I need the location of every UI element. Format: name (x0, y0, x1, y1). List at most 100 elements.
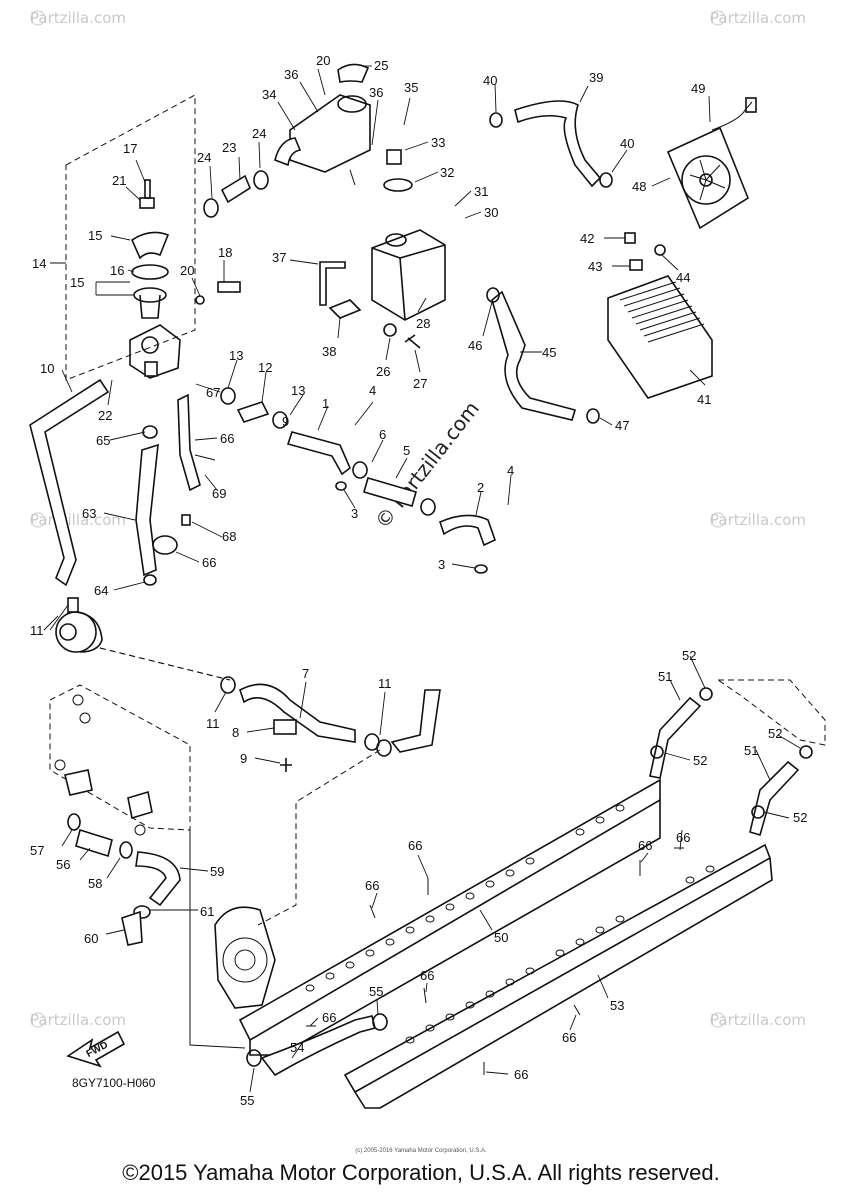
filler-neck (274, 63, 371, 186)
watermark-text: Partzilla.com (710, 1011, 806, 1029)
callout-24: 24 (252, 126, 266, 141)
short-hose-23 (203, 170, 269, 218)
callout-1: 1 (322, 396, 329, 411)
engine-plate-outline (49, 684, 191, 831)
callout-14: 14 (32, 256, 46, 271)
hose-45 (491, 290, 577, 421)
leader-lines (43, 65, 801, 1093)
callout-36: 36 (369, 85, 383, 100)
heat-exchanger-53 (343, 843, 773, 1109)
callout-32: 32 (440, 165, 454, 180)
callout-numbers: 20 25 36 34 36 35 33 32 31 30 40 39 40 4… (30, 53, 807, 1108)
callout-11: 11 (378, 676, 392, 691)
callout-59: 59 (210, 864, 224, 879)
hose-37 (319, 261, 346, 306)
callout-58: 58 (88, 876, 102, 891)
callout-10: 10 (40, 361, 54, 376)
callout-41: 41 (697, 392, 711, 407)
callout-11: 11 (206, 716, 220, 731)
hose-5 (363, 477, 417, 507)
callout-19: 18 (218, 245, 232, 260)
hose-12 (236, 401, 270, 423)
callout-21: 21 (112, 173, 126, 188)
callout-20: 20 (180, 263, 194, 278)
watermark-text: Partzilla.com (30, 511, 126, 529)
callout-56: 56 (56, 857, 70, 872)
hose-11-elbow (390, 689, 441, 753)
callout-60: 60 (84, 931, 98, 946)
callout-66: 66 (514, 1067, 528, 1082)
callout-50: 50 (494, 930, 508, 945)
callout-52: 52 (682, 648, 696, 663)
callout-18: 17 (123, 141, 137, 156)
callout-54: 54 (290, 1040, 304, 1055)
engine-cover (214, 906, 276, 1009)
callout-31: 31 (474, 184, 488, 199)
hose-62 (135, 443, 159, 577)
callout-37: 37 (272, 250, 286, 265)
callout-48: 48 (632, 179, 646, 194)
callout-51: 51 (658, 669, 672, 684)
callout-52: 52 (693, 753, 707, 768)
callout-17: 16 (110, 263, 124, 278)
callout-7: 7 (302, 666, 309, 681)
callout-66: 66 (638, 838, 652, 853)
screws-66 (306, 847, 684, 1075)
reservoir-tank (371, 149, 446, 321)
callout-53: 53 (610, 998, 624, 1013)
hose-51-lower (749, 760, 800, 836)
pipe-1 (286, 431, 351, 476)
callout-2: 2 (477, 480, 484, 495)
callout-45: 45 (542, 345, 556, 360)
callout-8: 8 (232, 725, 239, 740)
footnote: (c) 2005-2016 Yamaha Motor Corporation, … (355, 1148, 487, 1154)
callout-23: 23 (222, 140, 236, 155)
hose-2 (439, 514, 496, 547)
callout-36: 36 (284, 67, 298, 82)
callout-27: 26 (376, 364, 390, 379)
callout-4: 4 (369, 383, 376, 398)
callout-66: 66 (676, 830, 690, 845)
callout-15: 15 (88, 228, 102, 243)
callout-35: 35 (404, 80, 418, 95)
hose-59 (135, 851, 181, 907)
callout-44: 44 (676, 270, 690, 285)
callout-66: 66 (420, 968, 434, 983)
callout-25: 25 (374, 58, 388, 73)
hose-67 (177, 393, 201, 492)
callout-49: 49 (691, 81, 705, 96)
bracket-38 (328, 299, 362, 319)
hose-51-upper (649, 696, 702, 779)
callout-24: 24 (197, 150, 211, 165)
callout-66: 66 (322, 1010, 336, 1025)
hose-60 (121, 910, 143, 946)
callout-62: 63 (82, 506, 96, 521)
callout-46: 46 (468, 338, 482, 353)
callout-26: 20 (316, 53, 330, 68)
callout-6: 6 (379, 427, 386, 442)
callout-11: 11 (30, 623, 44, 638)
callout-70: 69 (212, 486, 226, 501)
callout-39: 39 (589, 70, 603, 85)
callout-52: 52 (793, 810, 807, 825)
watermark-text: Partzilla.com (710, 511, 806, 529)
fwd-arrow-icon: FWD (66, 1030, 126, 1068)
callout-52: 52 (768, 726, 782, 741)
radiator (607, 232, 713, 399)
callout-40: 40 (620, 136, 634, 151)
callout-65: 66 (202, 555, 216, 570)
callout-64: 65 (96, 433, 110, 448)
callout-16: 15 (70, 275, 84, 290)
callout-40: 40 (483, 73, 497, 88)
callout-47: 47 (615, 418, 629, 433)
callout-12: 12 (258, 360, 272, 375)
hose-10 (29, 378, 110, 587)
callout-3: 3 (351, 506, 358, 521)
callout-66: 66 (408, 838, 422, 853)
callout-30: 30 (484, 205, 498, 220)
callout-55: 55 (369, 984, 383, 999)
callout-13: 13 (291, 383, 305, 398)
callout-29: 28 (416, 316, 430, 331)
callout-4: 4 (507, 463, 514, 478)
